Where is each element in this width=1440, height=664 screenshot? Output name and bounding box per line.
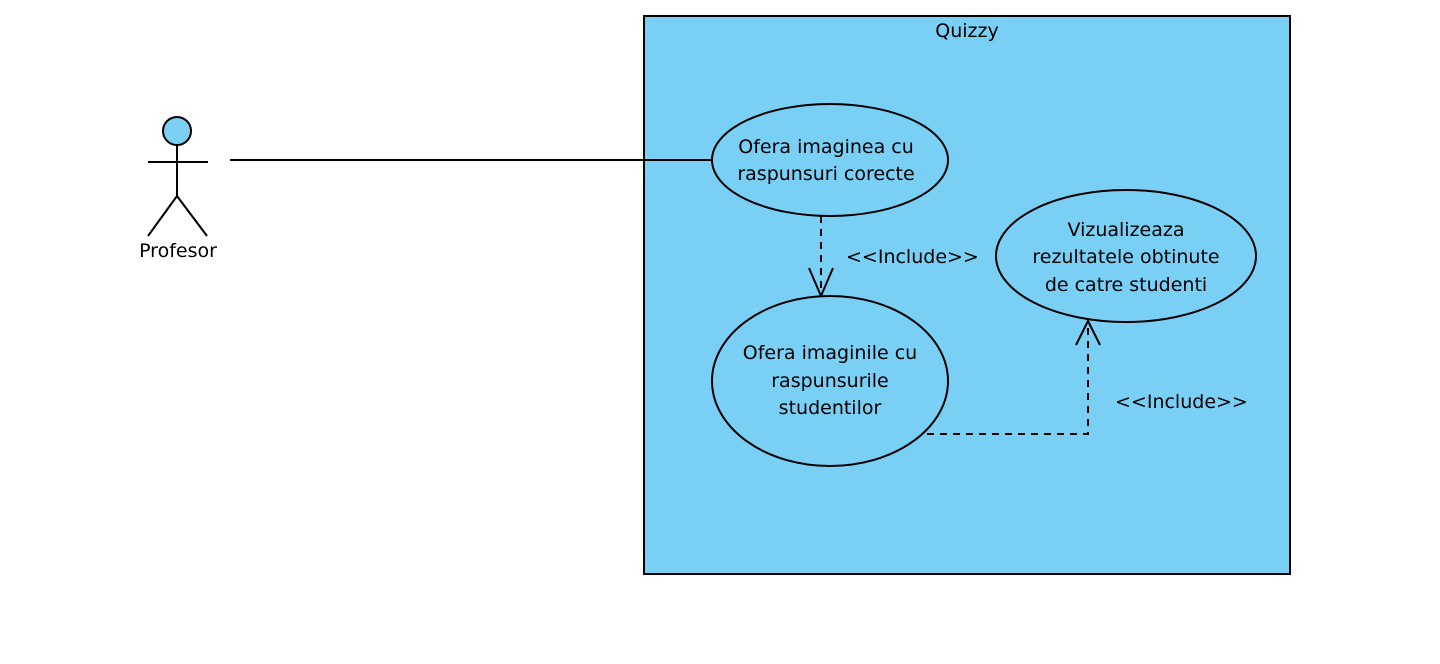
use-case-label-line: rezultatele obtinute [1032,246,1219,268]
use-case-label-line: de catre studenti [1045,274,1207,296]
include-line-2 [927,322,1089,435]
use-case-label-line: Ofera imaginea cu [738,136,914,158]
system-name: Quizzy [935,20,998,42]
use-case-ofera-imaginile[interactable]: Ofera imaginile cu raspunsurile studenti… [711,295,949,467]
use-case-label-line: Vizualizeaza [1068,219,1185,241]
include-arrowhead-2 [1075,318,1101,346]
use-case-label-line: studentilor [779,397,882,419]
use-case-vizualizeaza[interactable]: Vizualizeaza rezultatele obtinute de cat… [995,189,1257,323]
include-label-1: <<Include>> [846,246,979,268]
actor-profesor[interactable]: Profesor [139,116,217,262]
include-relation-2[interactable] [927,318,1101,435]
actor-name: Profesor [139,240,217,262]
use-case-label-line: raspunsurile [771,370,889,392]
use-case-label-line: raspunsuri corecte [737,163,914,185]
include-label-2: <<Include>> [1115,391,1248,413]
use-case-ofera-imaginea[interactable]: Ofera imaginea cu raspunsuri corecte [711,103,949,217]
stick-figure-icon [147,116,208,237]
use-case-label-line: Ofera imaginile cu [743,342,917,364]
